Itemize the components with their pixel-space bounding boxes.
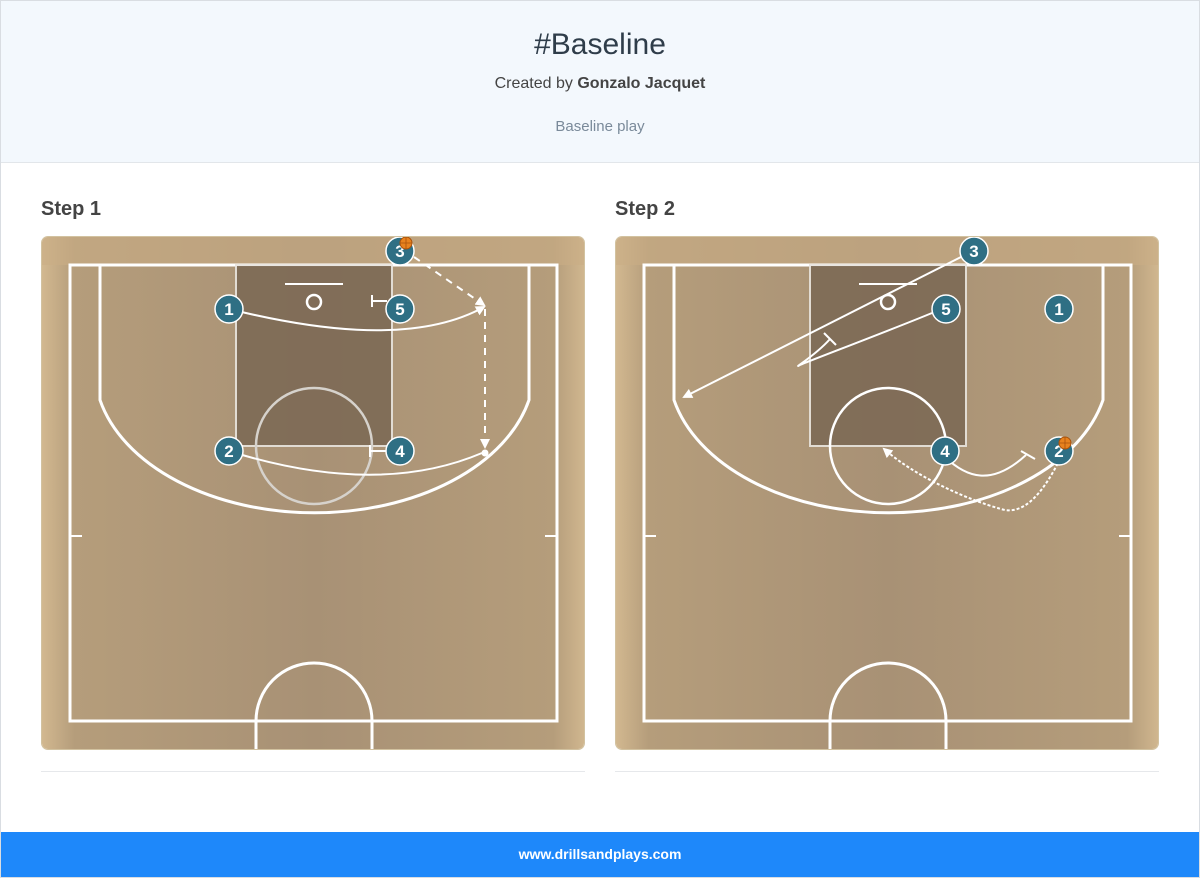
court-top-band [42, 237, 584, 265]
player-3-number: 3 [395, 242, 404, 261]
dribble-2 [882, 447, 1061, 512]
free-throw-circle [254, 386, 374, 506]
player-4[interactable]: 4 [385, 436, 415, 466]
player-2[interactable]: 2 [214, 436, 244, 466]
player-3[interactable]: 3 [959, 237, 989, 266]
cut-3-to-corner [682, 256, 962, 398]
step-1-divider [41, 771, 585, 772]
footer: www.drillsandplays.com [1, 832, 1199, 877]
byline: Created by Gonzalo Jacquet [1, 74, 1199, 94]
player-1[interactable]: 1 [1044, 294, 1074, 324]
player-2-number: 2 [224, 442, 233, 461]
rim [305, 293, 323, 311]
paint-area [809, 264, 967, 447]
player-3-number: 3 [969, 242, 978, 261]
step-2-title: Step 2 [615, 198, 676, 220]
play-description: Baseline play [555, 118, 645, 135]
player-4[interactable]: 4 [930, 436, 960, 466]
cut-2-to-wing [228, 450, 483, 476]
player-1-number: 1 [224, 300, 233, 319]
step-2-court-diagram: 3 5 1 4 2 [616, 237, 1158, 749]
paint-area [235, 264, 393, 447]
player-4-number: 4 [940, 442, 950, 461]
center-circle [254, 661, 374, 749]
ball-icon [399, 237, 413, 250]
screen-4-bar [1020, 450, 1036, 460]
player-5-number: 5 [395, 300, 404, 319]
three-point-line [98, 265, 531, 515]
screen-5 [371, 295, 387, 307]
screen-4 [369, 445, 388, 457]
center-circle [828, 661, 948, 749]
ball-icon [1058, 436, 1072, 450]
player-1-number: 1 [1054, 300, 1063, 319]
step-1-title: Step 1 [41, 198, 102, 220]
cut-2-end [481, 449, 489, 457]
court-top-band [616, 237, 1158, 265]
cut-1-to-wing [228, 306, 486, 332]
step-1-court: 1 5 2 4 3 [41, 236, 585, 750]
screen-5-path [797, 312, 933, 367]
step-2-court: 3 5 1 4 2 [615, 236, 1159, 750]
player-5[interactable]: 5 [385, 294, 415, 324]
screen-5-bar [823, 332, 837, 346]
footer-site-link[interactable]: www.drillsandplays.com [518, 846, 682, 862]
pass-3-to-1 [413, 256, 486, 307]
player-5-number: 5 [941, 300, 950, 319]
page-title: #Baseline [534, 28, 666, 61]
header: #Baseline Created by Gonzalo Jacquet Bas… [1, 1, 1199, 163]
player-2-number: 2 [1054, 442, 1063, 461]
step-1-court-diagram: 1 5 2 4 3 [42, 237, 584, 749]
created-by-label: Created by [494, 75, 573, 92]
player-5[interactable]: 5 [931, 294, 961, 324]
step-2-divider [615, 771, 1159, 772]
player-1[interactable]: 1 [214, 294, 244, 324]
player-4-number: 4 [395, 442, 405, 461]
author-name[interactable]: Gonzalo Jacquet [577, 75, 706, 92]
